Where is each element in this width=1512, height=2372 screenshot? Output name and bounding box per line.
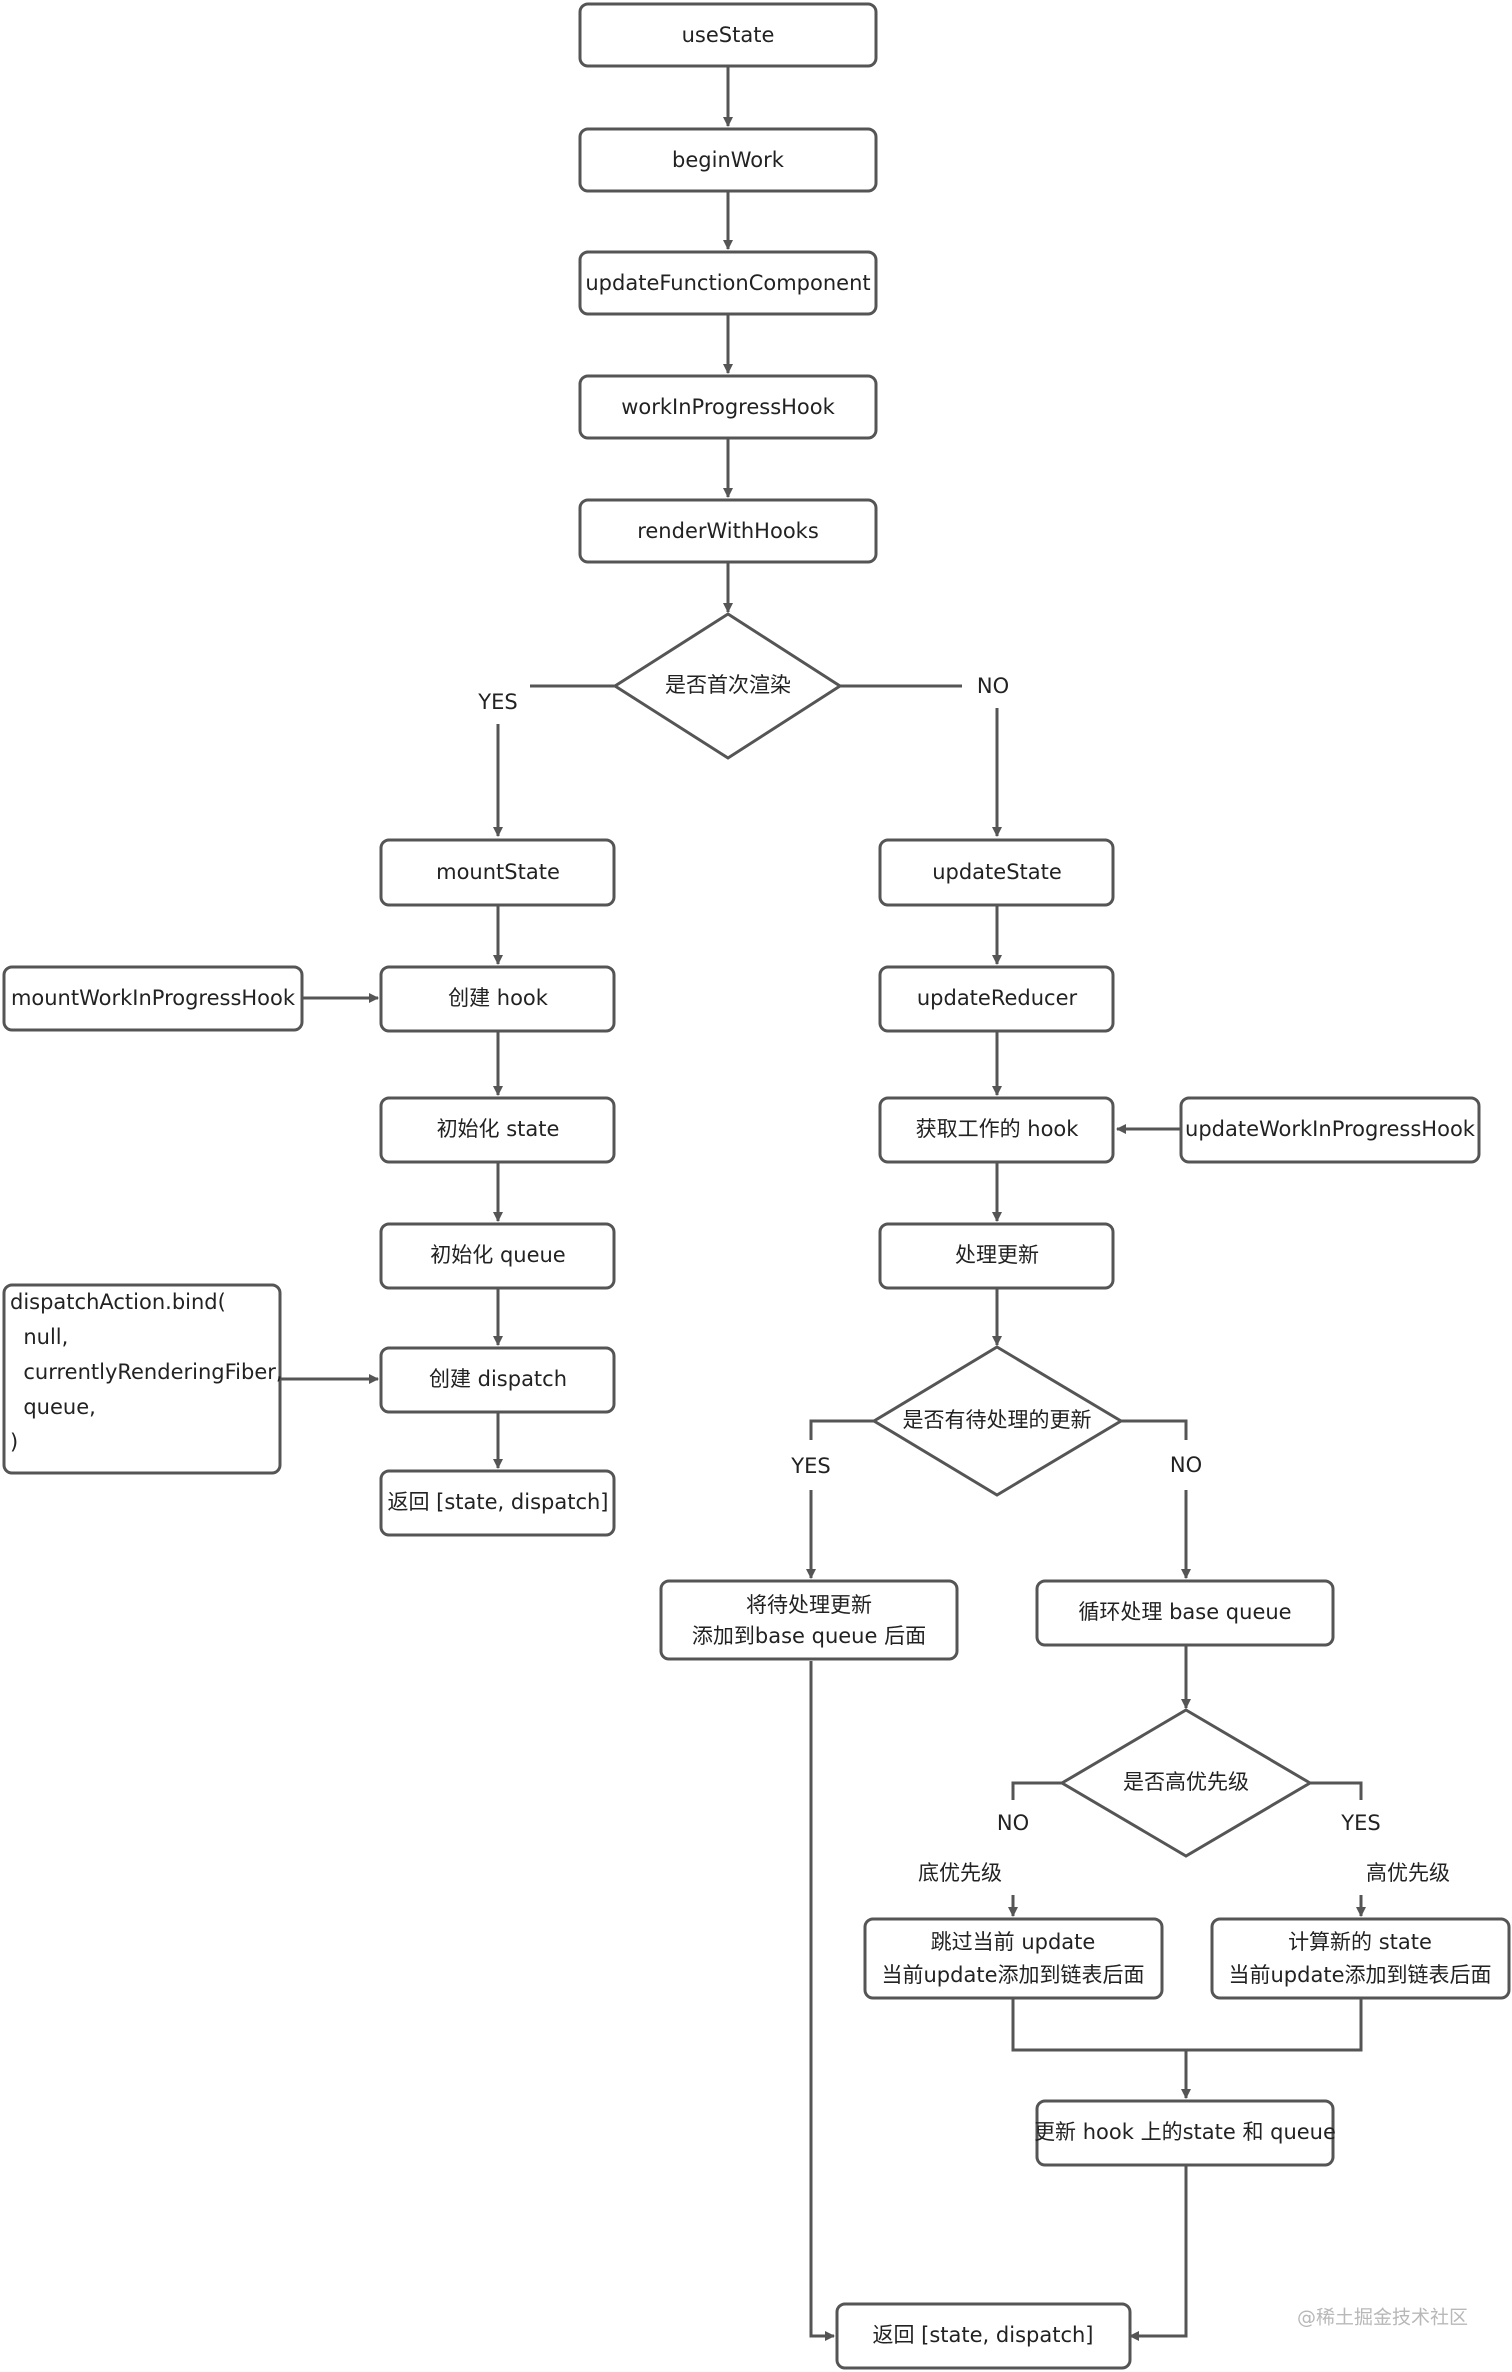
- node-update-state: updateState: [878, 838, 1115, 907]
- svg-text:跳过当前 update: 跳过当前 update: [931, 1930, 1096, 1954]
- svg-text:是否高优先级: 是否高优先级: [1123, 1770, 1249, 1794]
- node-create-hook: 创建 hook: [379, 965, 616, 1033]
- node-render-with-hooks: renderWithHooks: [578, 498, 878, 564]
- svg-text:创建 dispatch: 创建 dispatch: [429, 1367, 567, 1391]
- edge-priority-yes-a: [1310, 1781, 1363, 1800]
- label-yes-first: YES: [477, 690, 517, 714]
- node-dispatch-action-bind: dispatchAction.bind( null, currentlyRend…: [2, 1283, 283, 1475]
- node-update-function-component: updateFunctionComponent: [578, 250, 878, 316]
- node-skip-update: 跳过当前 update 当前update添加到链表后面: [863, 1917, 1164, 2000]
- node-get-work-hook: 获取工作的 hook: [878, 1096, 1115, 1164]
- svg-text:updateFunctionComponent: updateFunctionComponent: [585, 271, 870, 295]
- svg-text:初始化 state: 初始化 state: [437, 1117, 560, 1141]
- node-compute-state: 计算新的 state 当前update添加到链表后面: [1210, 1917, 1511, 2000]
- edge-updatehook-return: [1129, 2165, 1188, 2341]
- node-append-pending: 将待处理更新 添加到base queue 后面: [659, 1579, 959, 1661]
- svg-text:更新 hook 上的state 和 queue: 更新 hook 上的state 和 queue: [1034, 2120, 1336, 2144]
- svg-text:是否首次渲染: 是否首次渲染: [665, 673, 791, 697]
- node-update-reducer: updateReducer: [878, 965, 1115, 1033]
- svg-text:null,: null,: [10, 1325, 68, 1349]
- edge-pending-yes-a: [809, 1419, 874, 1440]
- svg-text:返回 [state, dispatch]: 返回 [state, dispatch]: [387, 1490, 608, 1514]
- svg-text:dispatchAction.bind(: dispatchAction.bind(: [10, 1290, 226, 1314]
- edge-pending-no-a: [1121, 1419, 1188, 1440]
- label-no-pending: NO: [1170, 1453, 1202, 1477]
- svg-text:updateState: updateState: [932, 860, 1062, 884]
- svg-text:添加到base queue 后面: 添加到base queue 后面: [692, 1624, 926, 1648]
- node-beginwork: beginWork: [578, 127, 878, 193]
- node-work-in-progress-hook: workInProgressHook: [578, 374, 878, 440]
- svg-text:workInProgressHook: workInProgressHook: [621, 395, 835, 419]
- node-init-state: 初始化 state: [379, 1096, 616, 1164]
- label-no-first: NO: [977, 674, 1009, 698]
- label-yes-pending: YES: [790, 1454, 830, 1478]
- node-return-mount: 返回 [state, dispatch]: [379, 1469, 616, 1537]
- edges: [280, 66, 1366, 2341]
- svg-text:beginWork: beginWork: [672, 148, 785, 172]
- svg-text:处理更新: 处理更新: [955, 1243, 1039, 1267]
- decision-is-first-render: 是否首次渲染: [612, 612, 843, 760]
- svg-text:返回 [state, dispatch]: 返回 [state, dispatch]: [872, 2323, 1093, 2347]
- edge-append-return: [809, 1661, 835, 2341]
- svg-text:updateReducer: updateReducer: [917, 986, 1078, 1010]
- svg-text:当前update添加到链表后面: 当前update添加到链表后面: [882, 1963, 1145, 1987]
- svg-text:currentlyRenderingFiber,: currentlyRenderingFiber,: [10, 1360, 283, 1384]
- decision-has-pending: 是否有待处理的更新: [871, 1345, 1124, 1497]
- node-init-queue: 初始化 queue: [379, 1222, 616, 1290]
- svg-text:updateWorkInProgressHook: updateWorkInProgressHook: [1185, 1117, 1476, 1141]
- svg-text:mountWorkInProgressHook: mountWorkInProgressHook: [11, 986, 296, 1010]
- svg-text:queue,: queue,: [10, 1395, 96, 1419]
- node-update-hook-state: 更新 hook 上的state 和 queue: [1034, 2099, 1336, 2167]
- label-no-priority: NO: [997, 1811, 1029, 1835]
- node-return-update: 返回 [state, dispatch]: [835, 2302, 1132, 2370]
- svg-text:是否有待处理的更新: 是否有待处理的更新: [903, 1408, 1092, 1432]
- node-create-dispatch: 创建 dispatch: [379, 1346, 616, 1414]
- svg-text:计算新的 state: 计算新的 state: [1288, 1930, 1432, 1954]
- svg-text:循环处理 base queue: 循环处理 base queue: [1078, 1600, 1291, 1624]
- svg-text:创建 hook: 创建 hook: [448, 986, 549, 1010]
- node-update-work-in-progress-hook: updateWorkInProgressHook: [1179, 1096, 1481, 1164]
- svg-text:renderWithHooks: renderWithHooks: [637, 519, 819, 543]
- decision-is-high-priority: 是否高优先级: [1059, 1708, 1313, 1858]
- label-yes-priority: YES: [1340, 1811, 1380, 1835]
- label-high-priority: 高优先级: [1366, 1861, 1450, 1885]
- node-process-update: 处理更新: [878, 1222, 1115, 1290]
- svg-text:将待处理更新: 将待处理更新: [746, 1593, 872, 1617]
- node-usestate: useState: [578, 2, 878, 68]
- edge-priority-no-a: [1011, 1781, 1062, 1800]
- watermark: @稀土掘金技术社区: [1297, 2307, 1468, 2329]
- label-low-priority: 底优先级: [918, 1861, 1002, 1885]
- node-mount-work-in-progress-hook: mountWorkInProgressHook: [2, 965, 304, 1032]
- svg-text:获取工作的 hook: 获取工作的 hook: [916, 1117, 1080, 1141]
- svg-text:useState: useState: [682, 23, 775, 47]
- edge-merge: [1011, 1998, 1363, 2052]
- svg-text:mountState: mountState: [436, 860, 560, 884]
- node-mount-state: mountState: [379, 838, 616, 907]
- node-loop-base-queue: 循环处理 base queue: [1035, 1579, 1335, 1647]
- svg-text:): ): [10, 1430, 18, 1454]
- svg-text:当前update添加到链表后面: 当前update添加到链表后面: [1229, 1963, 1492, 1987]
- svg-text:初始化 queue: 初始化 queue: [430, 1243, 565, 1267]
